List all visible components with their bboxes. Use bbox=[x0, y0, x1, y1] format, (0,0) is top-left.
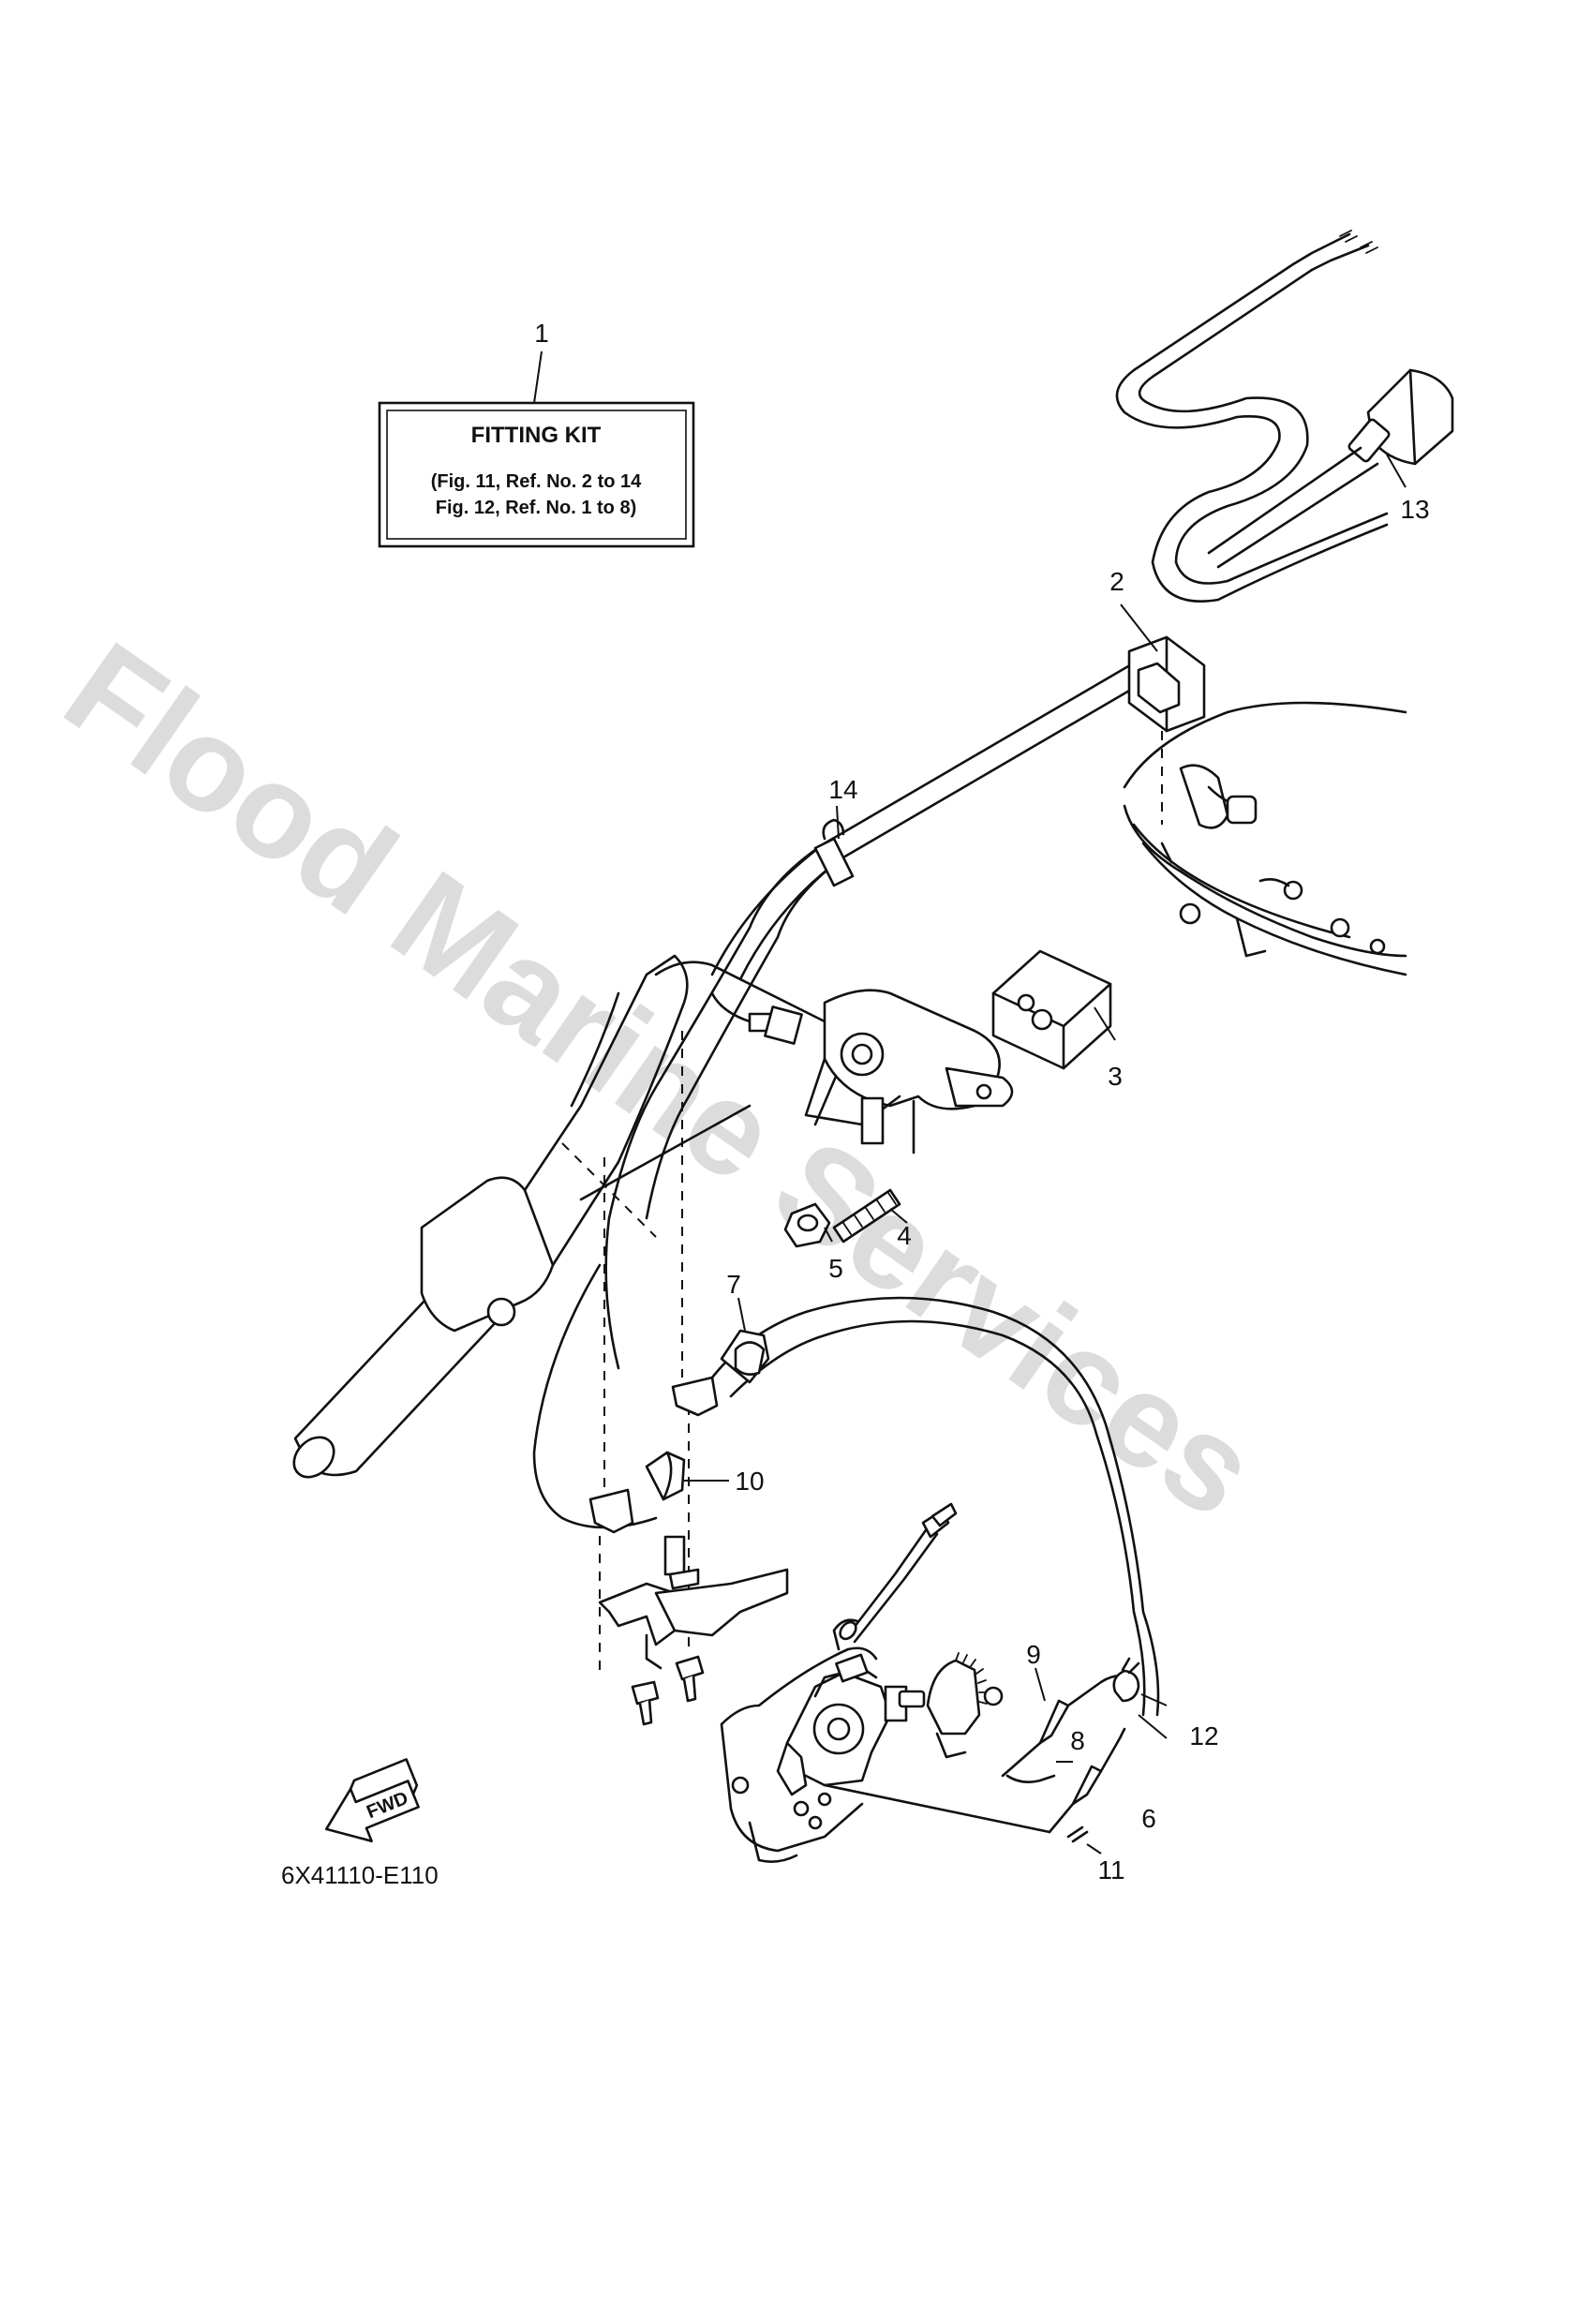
engine-lower-cowling bbox=[1123, 701, 1407, 976]
screws bbox=[631, 1655, 705, 1726]
diagram-code: 6X41110-E110 bbox=[281, 1861, 439, 1889]
lower-cable-loop bbox=[532, 1263, 1160, 1717]
callout-numbers: 1 2 3 4 5 6 7 8 9 10 11 12 13 14 bbox=[534, 319, 1429, 1885]
harness-connector bbox=[710, 991, 803, 1045]
part-14-cable-tie bbox=[813, 818, 855, 887]
callout-12: 12 bbox=[1189, 1721, 1218, 1750]
part-12-clip bbox=[1112, 1657, 1140, 1703]
stop-switch-cable bbox=[839, 1502, 958, 1644]
lower-mounting-plate bbox=[598, 1535, 789, 1670]
part-11-clip bbox=[1066, 1825, 1089, 1843]
part-13-connector bbox=[1207, 368, 1454, 569]
callout-10: 10 bbox=[735, 1467, 764, 1496]
fitting-kit-box: FITTING KIT (Fig. 11, Ref. No. 2 to 14 F… bbox=[378, 401, 695, 548]
fitting-kit-note-line1: (Fig. 11, Ref. No. 2 to 14 bbox=[431, 471, 642, 492]
part-10-cable-clamp bbox=[588, 1451, 686, 1534]
callout-11: 11 bbox=[1097, 1855, 1124, 1885]
part-7-cable-clamp bbox=[671, 1329, 770, 1417]
part-5-nut bbox=[783, 1202, 831, 1248]
throttle-shift-cables bbox=[1115, 230, 1389, 603]
tiller-handle bbox=[292, 954, 846, 1479]
callout-1: 1 bbox=[534, 319, 549, 348]
fitting-kit-note-line2: Fig. 12, Ref. No. 1 to 8) bbox=[436, 498, 636, 518]
callout-3: 3 bbox=[1108, 1062, 1123, 1091]
control-lever-assembly bbox=[720, 1618, 1051, 1863]
callout-7: 7 bbox=[726, 1270, 741, 1299]
main-wire-harness bbox=[604, 645, 1183, 1370]
callout-5: 5 bbox=[828, 1254, 843, 1283]
forward-direction-arrow: FWD bbox=[324, 1758, 420, 1842]
callout-9: 9 bbox=[1026, 1640, 1041, 1669]
callout-14: 14 bbox=[828, 775, 857, 804]
part-9-rod bbox=[1001, 1675, 1131, 1778]
fitting-kit-title: FITTING KIT bbox=[471, 423, 602, 448]
callout-8: 8 bbox=[1070, 1726, 1085, 1755]
part-2-grommet bbox=[1127, 635, 1206, 825]
part-4-stud-bolt bbox=[832, 1188, 901, 1244]
callout-6: 6 bbox=[1141, 1804, 1156, 1833]
part-8-link bbox=[1005, 1774, 1056, 1783]
steering-bracket bbox=[804, 989, 1014, 1155]
part-3-block bbox=[991, 949, 1112, 1070]
callout-13: 13 bbox=[1400, 495, 1429, 524]
callout-2: 2 bbox=[1109, 567, 1124, 596]
gear-segment bbox=[898, 1652, 1004, 1759]
callout-4: 4 bbox=[897, 1221, 912, 1250]
leader-lines bbox=[533, 350, 1407, 1855]
part-6-rod bbox=[1048, 1727, 1126, 1834]
